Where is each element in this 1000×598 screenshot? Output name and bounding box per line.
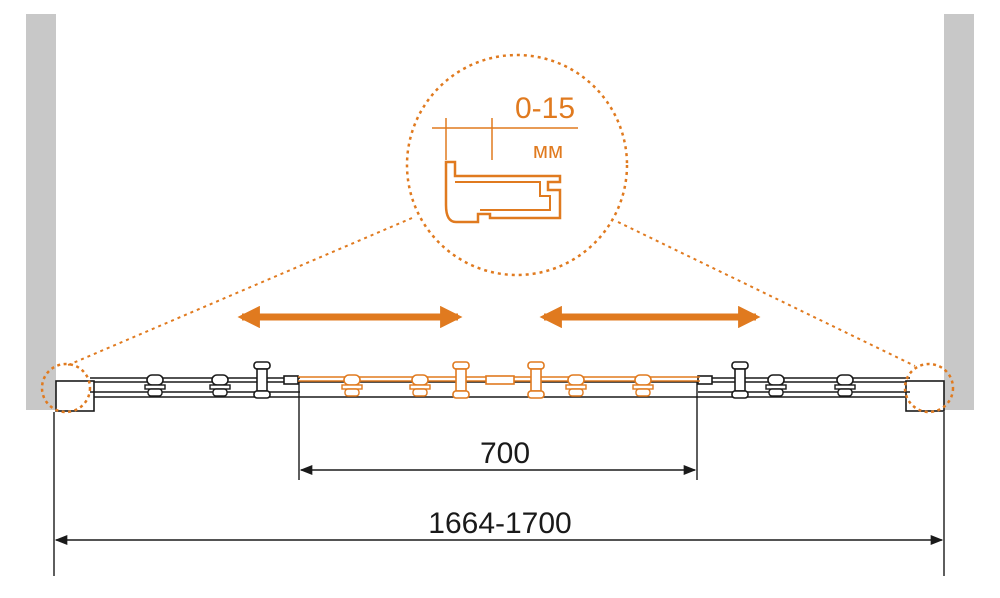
opening-dimension — [298, 382, 698, 480]
sliding-doors-rail — [298, 375, 700, 385]
left-wall — [26, 14, 56, 410]
detail-magnifier-circle — [405, 53, 629, 277]
handle-icon — [527, 361, 545, 399]
profile-detail — [432, 118, 578, 224]
left-detail-marker — [40, 362, 92, 414]
roller-icon — [144, 374, 166, 397]
gap-value-label: 0-15 — [515, 92, 575, 125]
handle-icon — [253, 361, 271, 399]
magnifier-leader-right — [617, 221, 916, 367]
handle-icon — [452, 361, 470, 399]
gap-unit-label: мм — [533, 138, 563, 163]
roller-icon — [565, 374, 587, 397]
overall-dimension-label: 1664-1700 — [428, 507, 571, 540]
right-wall — [944, 14, 974, 410]
roller-icon — [341, 374, 363, 397]
overall-dimension — [53, 412, 945, 576]
roller-icon — [409, 374, 431, 397]
opening-dimension-label: 700 — [480, 437, 530, 470]
magnifier-leader-left — [65, 217, 413, 367]
roller-icon — [209, 374, 231, 397]
roller-icon — [765, 374, 787, 397]
roller-icon — [632, 374, 654, 397]
handle-icon — [731, 361, 749, 399]
right-detail-marker — [903, 362, 955, 414]
roller-icon — [834, 374, 856, 397]
